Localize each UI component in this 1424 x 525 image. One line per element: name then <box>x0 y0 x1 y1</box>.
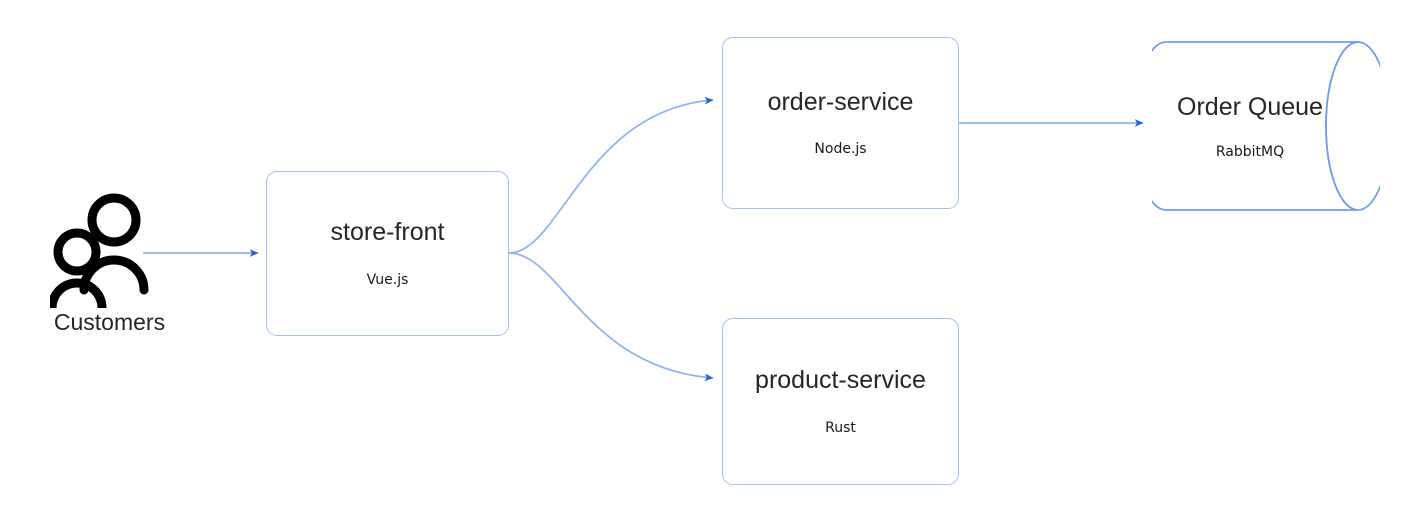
node-product-service[interactable]: product-service Rust <box>722 318 959 485</box>
actor-customers: Customers <box>42 190 177 335</box>
node-store-front[interactable]: store-front Vue.js <box>266 171 509 336</box>
edge-store-front-to-product-service <box>508 252 714 382</box>
edge-store-front-to-order-service <box>508 96 714 254</box>
node-subtitle-order-service: Node.js <box>814 141 867 158</box>
node-order-service[interactable]: order-service Node.js <box>722 37 959 209</box>
node-order-queue[interactable]: Order Queue RabbitMQ <box>1133 32 1391 222</box>
node-subtitle-store-front: Vue.js <box>366 271 409 288</box>
node-title-store-front: store-front <box>330 218 445 247</box>
two-people-icon <box>49 193 148 308</box>
cylinder-shape-icon <box>1133 41 1391 211</box>
node-title-order-service: order-service <box>767 87 914 116</box>
actor-label-customers: Customers <box>53 309 166 335</box>
node-subtitle-product-service: Rust <box>825 419 856 436</box>
node-title-product-service: product-service <box>755 366 926 395</box>
